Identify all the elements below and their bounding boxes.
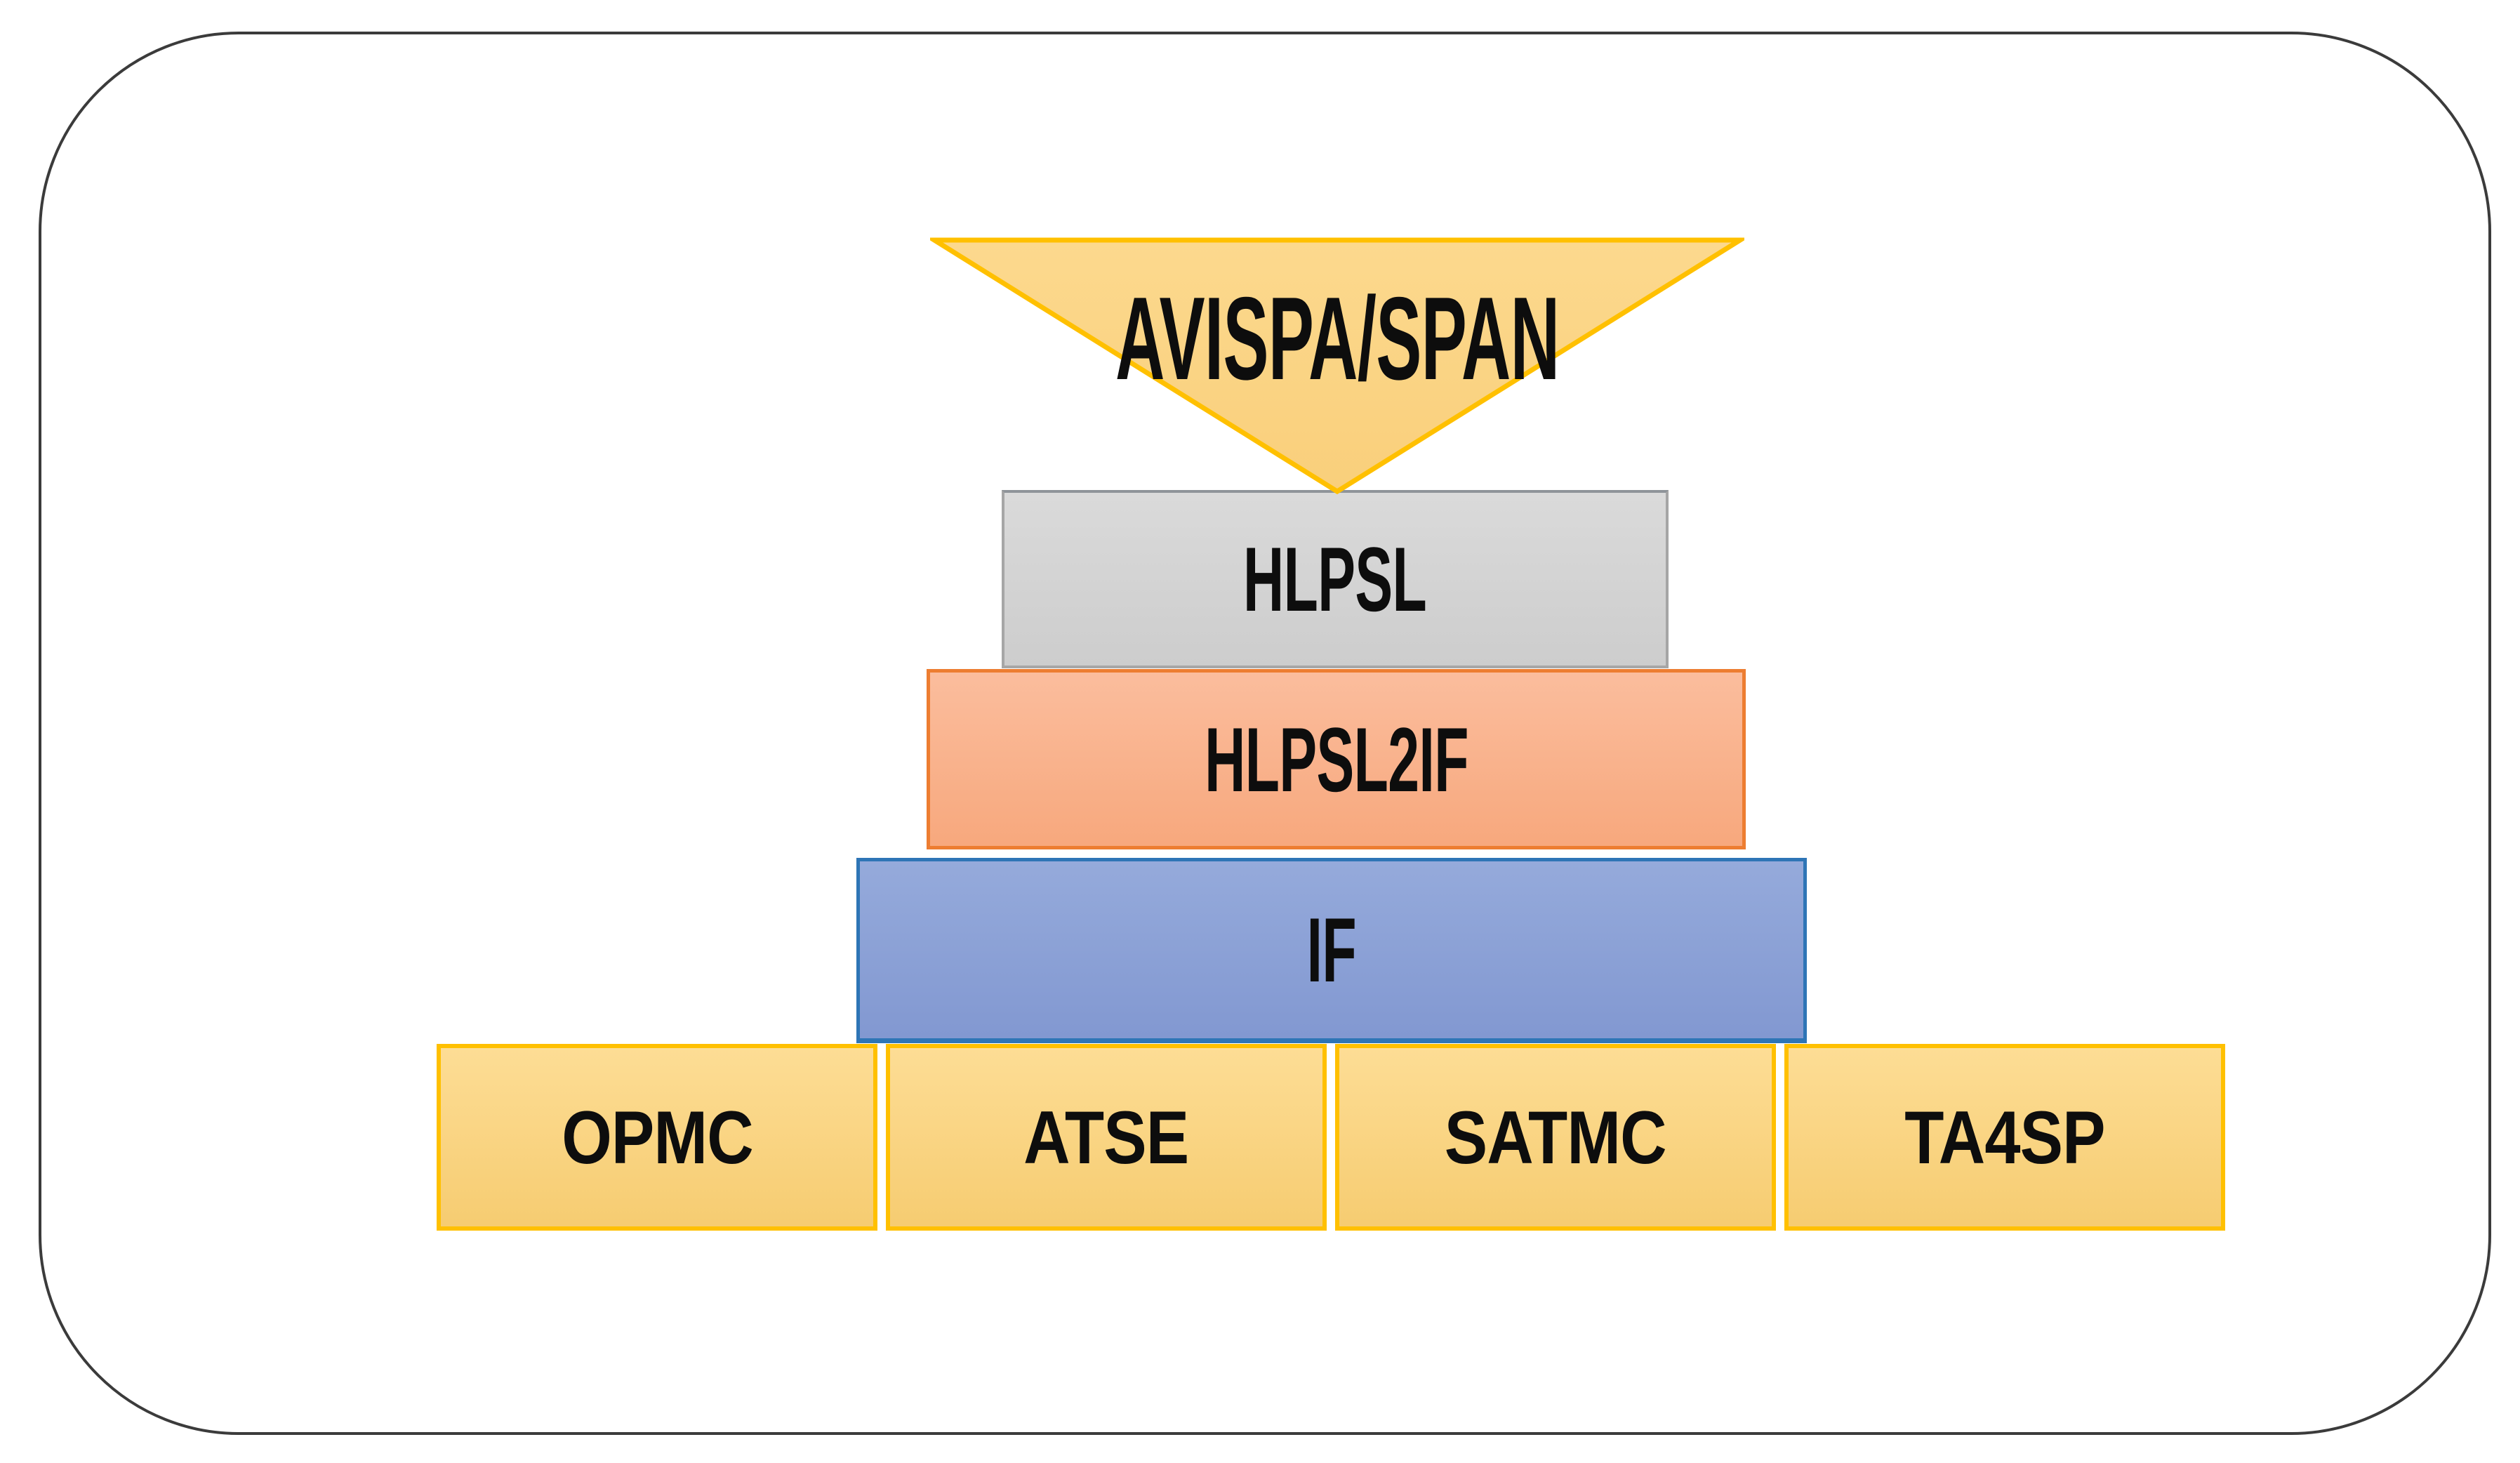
backend-ta4sp: TA4SP — [1784, 1044, 2225, 1231]
label-satmc: SATMC — [1444, 1094, 1667, 1179]
inverted-triangle-shape — [930, 237, 1744, 495]
label-opmc: OPMC — [561, 1094, 753, 1179]
backend-satmc: SATMC — [1335, 1044, 1776, 1231]
layer-avispa-span: AVISPA/SPAN — [930, 236, 1744, 496]
label-hlpsl: HLPSL — [1243, 528, 1427, 630]
outer-frame — [39, 32, 2491, 1435]
label-if: IF — [1306, 899, 1357, 1001]
layer-hlpsl: HLPSL — [1002, 490, 1669, 668]
label-hlpsl2if: HLPSL2IF — [1204, 708, 1468, 811]
label-avispa-span: AVISPA/SPAN — [1115, 272, 1560, 404]
layer-hlpsl2if: HLPSL2IF — [927, 669, 1746, 849]
backend-opmc: OPMC — [437, 1044, 877, 1231]
triangle-label-container: AVISPA/SPAN — [930, 279, 1744, 397]
label-ta4sp: TA4SP — [1904, 1094, 2105, 1179]
backend-atse: ATSE — [886, 1044, 1327, 1231]
label-atse: ATSE — [1023, 1094, 1189, 1179]
layer-if: IF — [856, 858, 1807, 1043]
